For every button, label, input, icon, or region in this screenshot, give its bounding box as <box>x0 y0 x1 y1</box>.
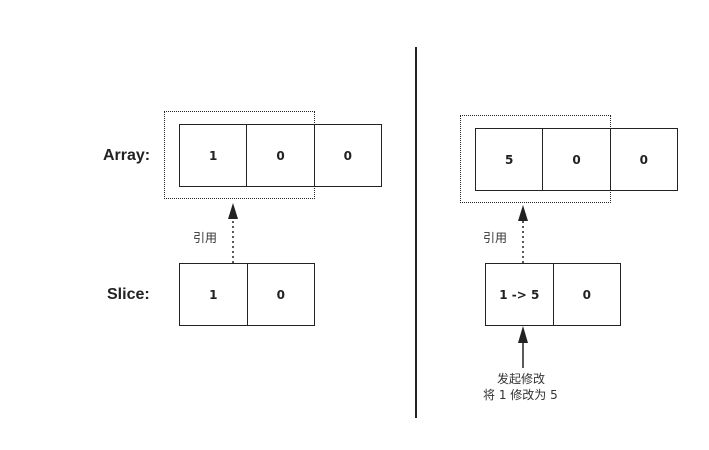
slice-row-label: Slice: <box>107 286 150 303</box>
right-array: 5 0 0 <box>475 128 678 191</box>
left-array-cell: 0 <box>246 125 313 186</box>
right-slice: 1 -> 5 0 <box>485 263 621 326</box>
right-reference-note: 引用 <box>483 231 508 245</box>
right-array-cell: 5 <box>504 152 514 167</box>
modify-note-line2: 将 1 修改为 5 <box>483 388 558 402</box>
left-array-cell: 1 <box>208 148 218 163</box>
right-reference-arrow <box>518 205 528 263</box>
left-slice: 1 0 <box>179 263 315 326</box>
right-slice-cell: 1 -> 5 <box>499 287 540 302</box>
left-array-cell: 0 <box>313 125 381 186</box>
left-array: 1 0 0 <box>179 124 382 187</box>
modify-note-line1: 发起修改 <box>497 372 546 386</box>
right-diagram: 5 0 0 引用 1 -> 5 0 发起修改 将 1 修改为 5 <box>418 0 709 450</box>
left-reference-arrow <box>228 203 238 263</box>
left-slice-cell: 0 <box>246 264 315 325</box>
left-slice-cell: 1 <box>209 287 218 302</box>
center-divider <box>415 47 417 418</box>
right-slice-cell: 0 <box>552 264 621 325</box>
modify-arrow <box>518 326 528 368</box>
right-array-cell: 0 <box>609 129 677 190</box>
array-row-label: Array: <box>103 147 151 164</box>
right-array-cell: 0 <box>542 129 609 190</box>
left-reference-note: 引用 <box>193 231 218 245</box>
left-diagram: 1 0 0 引用 1 0 <box>164 111 382 326</box>
